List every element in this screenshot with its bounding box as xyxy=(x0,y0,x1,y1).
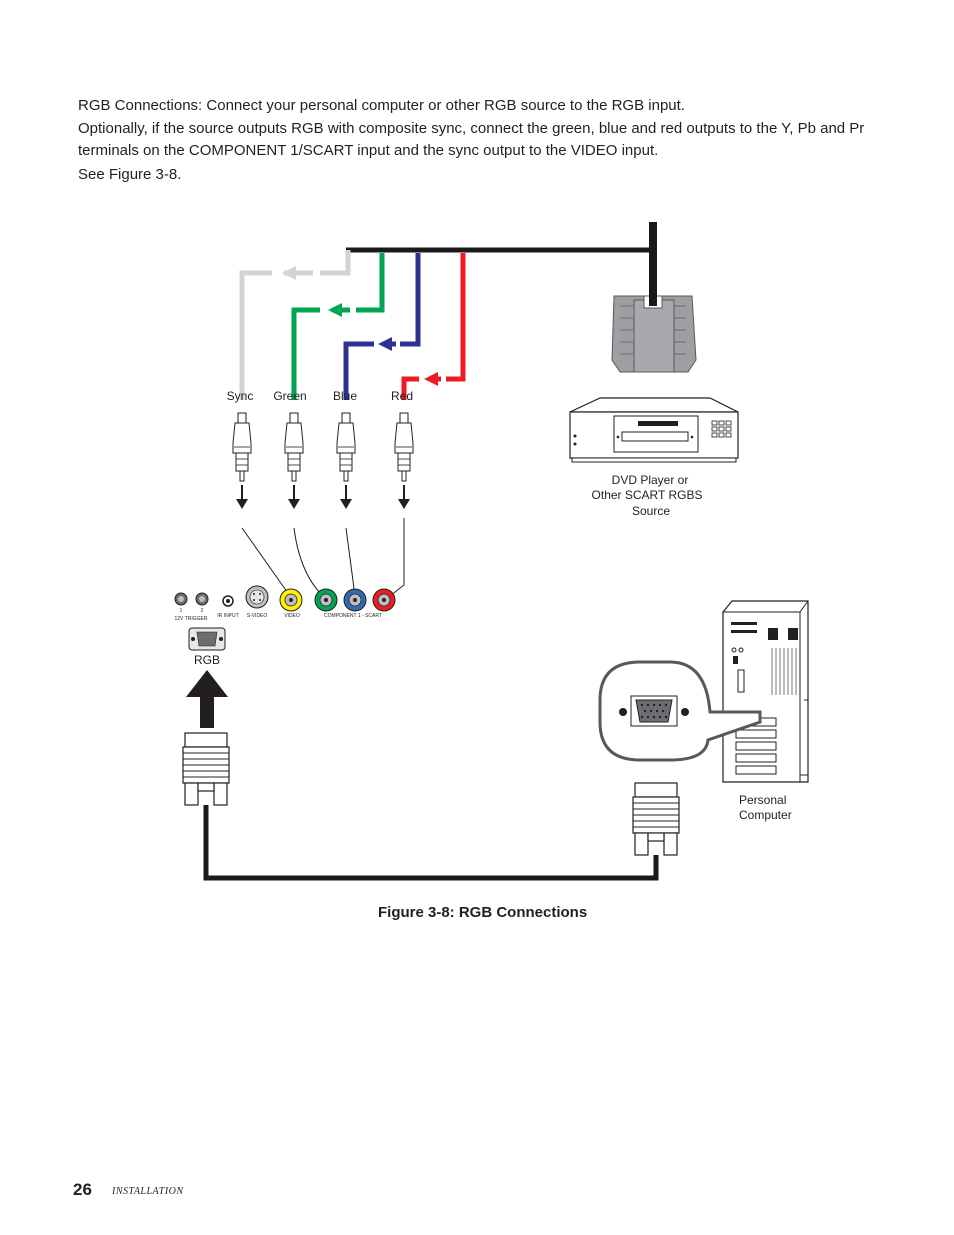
paragraph-see-figure: See Figure 3-8. xyxy=(78,166,182,183)
pc-label-line-2: Computer xyxy=(739,808,792,822)
s-video-label: S-VIDEO xyxy=(247,613,268,619)
scart-plug xyxy=(611,222,697,373)
green-rca-plug xyxy=(284,412,304,510)
page-number: 26 xyxy=(73,1180,92,1199)
blue-label: Blue xyxy=(333,389,357,403)
dvd-player xyxy=(569,397,739,463)
sync-rca-plug xyxy=(232,412,252,510)
dvd-label-line-1: DVD Player or xyxy=(612,473,689,487)
paragraph-composite-sync: Optionally, if the source outputs RGB wi… xyxy=(78,120,865,159)
component-label: COMPONENT 1 - SCART xyxy=(324,613,382,619)
green-label: Green xyxy=(273,389,306,403)
trigger-2-label: 2 xyxy=(201,608,204,614)
ir-input-label: IR INPUT xyxy=(217,613,238,619)
rgb-vga-plug-projector xyxy=(182,732,230,806)
paragraph-rgb-connections: RGB Connections: Connect your personal c… xyxy=(78,97,685,114)
pc-label-line-1: Personal xyxy=(739,793,786,807)
trigger-label: 12V TRIGGER xyxy=(175,616,208,622)
vga-port-callout xyxy=(598,660,762,762)
input-panel: 1 2 12V TRIGGER IR INPUT S-VIDEO VIDEO C… xyxy=(174,585,396,667)
dvd-label-line-2: Other SCART RGBS xyxy=(592,488,703,502)
section-title: INSTALLATION xyxy=(112,1186,184,1197)
red-label: Red xyxy=(391,389,413,403)
red-rca-plug xyxy=(394,412,414,510)
rgbs-cable-bundle xyxy=(239,222,657,400)
rgb-vga-plug-pc xyxy=(632,782,680,856)
leader-lines xyxy=(241,518,405,599)
sync-label: Sync xyxy=(227,389,254,403)
rgb-label: RGB xyxy=(194,653,220,667)
trigger-1-label: 1 xyxy=(180,608,183,614)
dvd-label-line-3: Source xyxy=(632,504,670,518)
figure-caption: Figure 3-8: RGB Connections xyxy=(378,904,587,921)
blue-rca-plug xyxy=(336,412,356,510)
rgb-cable xyxy=(182,670,680,881)
personal-computer xyxy=(722,600,809,783)
video-label: VIDEO xyxy=(284,613,300,619)
